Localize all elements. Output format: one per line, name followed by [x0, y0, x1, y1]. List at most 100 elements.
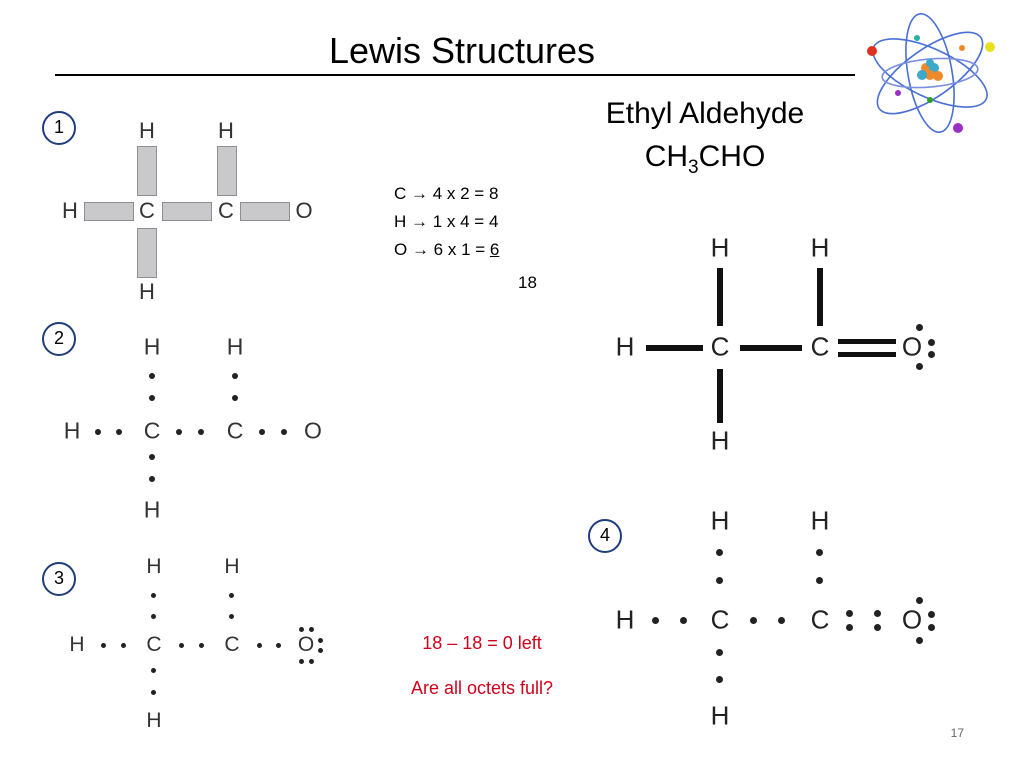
single-bond: [646, 345, 703, 351]
electron-dot: [149, 476, 155, 482]
electron-dot: [916, 363, 923, 370]
electron-dot: [151, 668, 156, 673]
atom-o: O: [304, 417, 322, 444]
electron-dot: [149, 395, 155, 401]
atom-h: H: [146, 555, 162, 578]
leftover-electrons-note: 18 – 18 = 0 left: [422, 633, 542, 653]
electron-dot: [846, 624, 853, 631]
atom-c: C: [218, 198, 234, 223]
electron-count: C → 4 x 2 = 8 H → 1 x 4 = 4 O → 6 x 1 = …: [394, 180, 499, 264]
electron-dot: [176, 429, 182, 435]
electron-dot: [716, 549, 723, 556]
atom-h: H: [710, 232, 730, 263]
single-bond: [817, 268, 823, 326]
electron-dot: [874, 624, 881, 631]
electron-dot: [716, 649, 723, 656]
atom-icon: [867, 12, 995, 134]
bond-placeholder: [217, 146, 237, 196]
atom-h: H: [146, 709, 162, 732]
bond-placeholder: [137, 146, 157, 196]
atom-c: C: [710, 604, 730, 635]
electron-dot: [309, 659, 314, 664]
electron-dot: [299, 627, 304, 632]
electron-dot: [716, 676, 723, 683]
atom-h: H: [63, 417, 81, 444]
atom-h: H: [143, 333, 161, 360]
atom-h: H: [710, 700, 730, 731]
atom-c: C: [810, 331, 830, 362]
electron-dot: [928, 339, 935, 346]
compound-name: Ethyl Aldehyde: [605, 97, 805, 130]
electron-dot: [716, 577, 723, 584]
electron-dot: [276, 643, 281, 648]
electron-dot: [95, 429, 101, 435]
atom-h: H: [143, 496, 161, 523]
electron-dot: [199, 643, 204, 648]
electron-dot: [151, 614, 156, 619]
electron-dot: [916, 597, 923, 604]
atom-h: H: [224, 555, 240, 578]
atom-h: H: [69, 633, 85, 656]
step-badge-4: 4: [588, 519, 622, 553]
electron-dot: [778, 617, 785, 624]
electron-dot: [232, 373, 238, 379]
atom-h: H: [615, 331, 635, 362]
bond-placeholder: [84, 202, 134, 221]
atom-h: H: [218, 118, 234, 143]
atom-c: C: [226, 417, 244, 444]
electron-dot: [928, 611, 935, 618]
electron-dot: [318, 648, 323, 653]
atom-h: H: [615, 604, 635, 635]
electron-dot: [928, 624, 935, 631]
electron-dot: [318, 638, 323, 643]
electron-dot: [149, 454, 155, 460]
atom-o: O: [901, 331, 923, 362]
electron-dot: [151, 690, 156, 695]
electron-dot: [680, 617, 687, 624]
bond-placeholder: [137, 228, 157, 278]
octet-question: Are all octets full?: [410, 678, 554, 698]
single-bond: [740, 345, 802, 351]
electron-dot: [928, 351, 935, 358]
atom-h: H: [139, 279, 155, 304]
page-number: 17: [950, 726, 964, 740]
electron-dot: [101, 643, 106, 648]
electron-dot: [151, 593, 156, 598]
slide-title: Lewis Structures: [328, 30, 596, 71]
atom-h: H: [710, 425, 730, 456]
single-bond: [717, 369, 723, 423]
electron-dot: [846, 610, 853, 617]
double-bond: [838, 339, 896, 344]
electron-dot: [179, 643, 184, 648]
electron-dot: [816, 549, 823, 556]
electron-dot: [149, 373, 155, 379]
atom-o: O: [901, 604, 923, 635]
step-badge-2: 2: [42, 322, 76, 356]
bond-placeholder: [240, 202, 290, 221]
atom-c: C: [810, 604, 830, 635]
atom-h: H: [62, 198, 78, 223]
electron-dot: [750, 617, 757, 624]
electron-dot: [259, 429, 265, 435]
compound-formula: CH3CHO: [644, 140, 766, 178]
atom-c: C: [139, 198, 155, 223]
atom-h: H: [139, 118, 155, 143]
atom-h: H: [710, 505, 730, 536]
count-line-carbon: C → 4 x 2 = 8: [394, 184, 499, 203]
atom-h: H: [226, 333, 244, 360]
atom-c: C: [146, 633, 162, 656]
atom-c: C: [710, 331, 730, 362]
atom-o: O: [297, 633, 315, 656]
count-line-hydrogen: H → 1 x 4 = 4: [394, 212, 499, 231]
bond-placeholder: [162, 202, 212, 221]
electron-dot: [816, 577, 823, 584]
electron-dot: [281, 429, 287, 435]
double-bond: [838, 352, 896, 357]
electron-dot: [916, 324, 923, 331]
atom-h: H: [810, 505, 830, 536]
electron-dot: [232, 395, 238, 401]
electron-dot: [652, 617, 659, 624]
electron-dot: [257, 643, 262, 648]
step-badge-1: 1: [42, 111, 76, 145]
title-divider: [55, 74, 855, 76]
